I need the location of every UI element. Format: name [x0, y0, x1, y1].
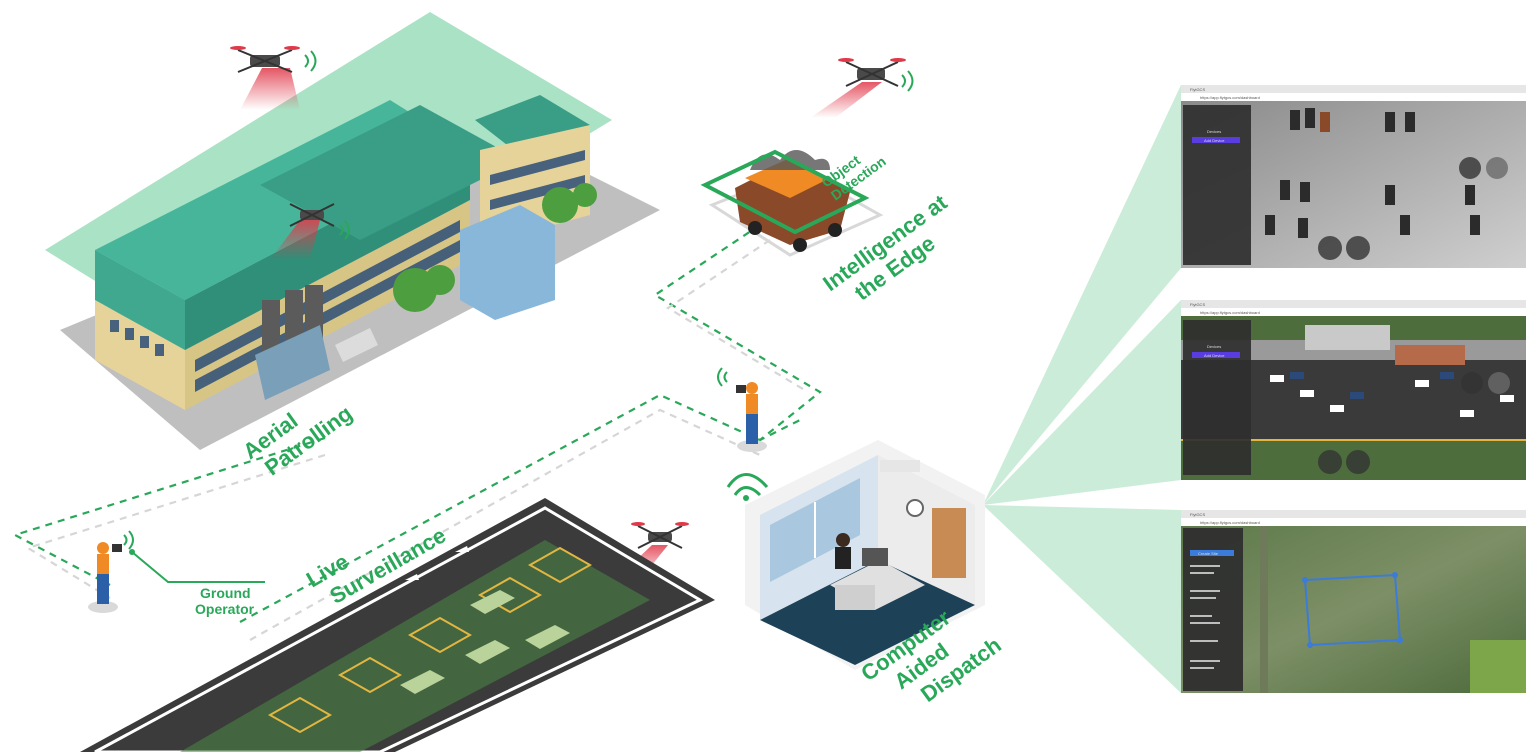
svg-text:Add Device: Add Device: [1204, 353, 1225, 358]
gcs-screen-parking: FlytGCS https://app.flytgcs.com/dashboar…: [1181, 85, 1526, 268]
operator-left: [88, 530, 134, 613]
drone-building: [270, 203, 350, 260]
screen-primary-button[interactable]: [1192, 137, 1240, 143]
svg-text:Create Site: Create Site: [1198, 551, 1219, 556]
parking-lot: [80, 498, 715, 752]
screen-url[interactable]: https://app.flytgcs.com/dashboard: [1200, 95, 1260, 100]
screen-url[interactable]: https://app.flytgcs.com/dashboard: [1200, 520, 1260, 525]
screen-primary-button[interactable]: [1190, 550, 1234, 556]
connection-fans: [983, 85, 1181, 693]
office-building: [45, 12, 660, 450]
svg-text:Add Device: Add Device: [1204, 138, 1225, 143]
screen-tab[interactable]: FlytGCS: [1190, 512, 1205, 517]
gcs-screen-traffic: FlytGCS https://app.flytgcs.com/dashboar…: [1181, 300, 1526, 480]
operator-right: [717, 367, 767, 452]
screen-tab[interactable]: FlytGCS: [1190, 87, 1205, 92]
drone-top-left: [230, 46, 317, 110]
screen-tab[interactable]: FlytGCS: [1190, 302, 1205, 307]
gcs-screen-map: FlytGCS https://app.flytgcs.com/dashboar…: [1181, 510, 1526, 693]
network-links: [12, 224, 822, 641]
screen-primary-button[interactable]: [1192, 352, 1240, 358]
detected-vehicle: [700, 149, 884, 257]
screen-url[interactable]: https://app.flytgcs.com/dashboard: [1200, 310, 1260, 315]
drone-top-right: [810, 58, 914, 118]
dispatch-room: [726, 440, 985, 670]
screen-panel-title: Devices: [1207, 344, 1221, 349]
label-ground-operator: Ground Operator: [195, 585, 255, 617]
screen-panel-title: Devices: [1207, 129, 1221, 134]
